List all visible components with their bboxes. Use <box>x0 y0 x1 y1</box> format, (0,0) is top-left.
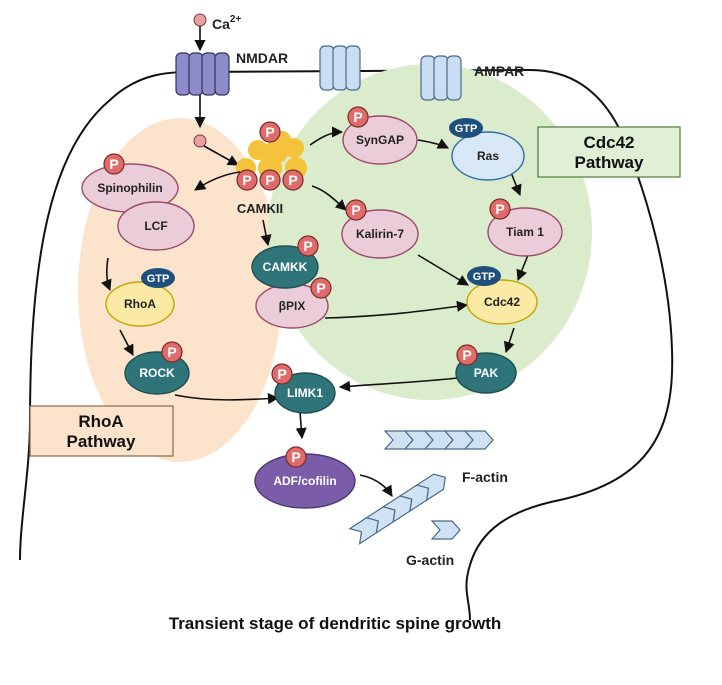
rhoa-label: RhoA <box>124 297 156 311</box>
phospho-badge-rock: P <box>161 341 183 363</box>
edge-cofilin-factin <box>359 474 393 497</box>
ampar-receptor-right <box>420 55 462 101</box>
phospho-badge-cofilin: P <box>285 446 307 468</box>
edge-rhoa-rock <box>119 329 134 356</box>
spinophilin-label: Spinophilin <box>97 181 162 195</box>
phospho-badge-limk1: P <box>271 363 293 385</box>
tiam-label: Tiam 1 <box>506 225 544 239</box>
phospho-badge-camkii-mid: P <box>259 169 281 191</box>
camkii-complex <box>236 131 307 180</box>
edge-camkii-spinophilin <box>194 171 241 191</box>
edge-camkii-camkk <box>260 219 272 247</box>
cdc42-label: Cdc42 <box>484 295 520 309</box>
ampar-receptor-left <box>319 45 361 91</box>
svg-text:GTP: GTP <box>473 271 496 283</box>
edge-bpix-cdc42 <box>324 300 469 319</box>
phospho-badge-syngap: P <box>347 106 369 128</box>
edge-lcf-rhoa <box>101 257 112 292</box>
svg-text:GTP: GTP <box>147 273 170 285</box>
svg-text:P: P <box>242 172 251 188</box>
pak-label: PAK <box>474 366 499 380</box>
svg-text:P: P <box>495 201 504 217</box>
svg-text:P: P <box>351 202 360 218</box>
svg-text:Ca2+: Ca2+ <box>212 14 241 32</box>
node-cdc42: Cdc42 <box>466 279 538 325</box>
camkk-label: CAMKK <box>263 260 308 274</box>
edge-rock-limk1 <box>174 393 280 405</box>
phospho-badge-pak: P <box>456 344 478 366</box>
node-rhoa: RhoA <box>105 281 175 327</box>
calcium-ion <box>193 13 207 27</box>
cdc42-pathway-title: Cdc42 <box>583 133 634 152</box>
svg-text:P: P <box>353 109 362 125</box>
svg-text:P: P <box>462 347 471 363</box>
lcf-label: LCF <box>144 219 167 233</box>
phospho-badge-camkii-top: P <box>259 121 281 143</box>
svg-text:P: P <box>265 172 274 188</box>
limk1-label: LIMK1 <box>287 386 323 400</box>
node-spinophilin: Spinophilin <box>81 163 179 213</box>
bpix-label: βPIX <box>279 299 306 313</box>
camkii-label: CAMKII <box>237 201 283 216</box>
node-tiam: Tiam 1 <box>487 207 563 257</box>
phospho-badge-spinophilin: P <box>103 153 125 175</box>
cofilin-label: ADF/cofilin <box>273 474 336 488</box>
phospho-badge-camkk: P <box>297 235 319 257</box>
node-bpix: βPIX <box>255 283 329 329</box>
svg-text:P: P <box>167 344 176 360</box>
edge-camkii-syngap <box>309 126 344 146</box>
svg-text:P: P <box>303 238 312 254</box>
rhoa-pathway-box <box>29 405 174 457</box>
calcium-ion-inner <box>193 134 207 148</box>
calcium-label: Ca <box>212 16 230 32</box>
node-camkk: CAMKK <box>251 245 319 289</box>
edge-camkii-kalirin <box>311 185 347 211</box>
cdc42-pathway-box <box>537 126 681 178</box>
gactin-monomer <box>430 520 461 540</box>
cdc42-pathway-subtitle: Pathway <box>575 153 645 172</box>
svg-text:P: P <box>277 366 286 382</box>
edge-limk1-cofilin <box>295 411 307 440</box>
gtp-badge-cdc42: GTP <box>467 266 501 286</box>
phospho-badge-camkii-left: P <box>236 169 258 191</box>
svg-text:P: P <box>291 449 300 465</box>
gactin-label: G-actin <box>406 552 454 568</box>
figure-caption: Transient stage of dendritic spine growt… <box>169 614 502 633</box>
ras-label: Ras <box>477 149 499 163</box>
gtp-badge-rhoa: GTP <box>141 268 175 288</box>
edge-syngap-ras <box>417 138 450 149</box>
phospho-badge-bpix: P <box>310 277 332 299</box>
node-syngap: SynGAP <box>342 115 418 165</box>
nmdar-receptor <box>175 52 230 96</box>
node-kalirin: Kalirin-7 <box>341 209 419 259</box>
edge-pak-limk1 <box>338 377 459 392</box>
edge-cdc42-pak <box>503 327 515 354</box>
ampar-label: AMPAR <box>474 63 524 79</box>
factin-label: F-actin <box>462 469 508 485</box>
rock-label: ROCK <box>139 366 175 380</box>
factin-strand-diagonal <box>348 473 446 545</box>
svg-text:P: P <box>316 280 325 296</box>
phospho-badge-camkii-right: P <box>282 169 304 191</box>
syngap-label: SynGAP <box>356 133 404 147</box>
edge-kalirin-cdc42 <box>417 254 469 286</box>
node-ras: Ras <box>451 131 525 181</box>
gtp-badge-ras: GTP <box>449 118 483 138</box>
kalirin-label: Kalirin-7 <box>356 227 404 241</box>
node-lcf: LCF <box>117 201 195 251</box>
rhoa-pathway-subtitle: Pathway <box>67 432 137 451</box>
nmdar-label: NMDAR <box>236 50 288 66</box>
svg-text:P: P <box>265 124 274 140</box>
factin-strand-horizontal <box>383 430 494 450</box>
svg-text:P: P <box>288 172 297 188</box>
svg-text:P: P <box>109 156 118 172</box>
phospho-badge-tiam: P <box>489 198 511 220</box>
calcium-charge: 2+ <box>230 14 242 25</box>
rhoa-pathway-title: RhoA <box>78 412 123 431</box>
node-limk1: LIMK1 <box>274 372 336 414</box>
phospho-badge-kalirin: P <box>345 199 367 221</box>
svg-text:GTP: GTP <box>455 123 478 135</box>
